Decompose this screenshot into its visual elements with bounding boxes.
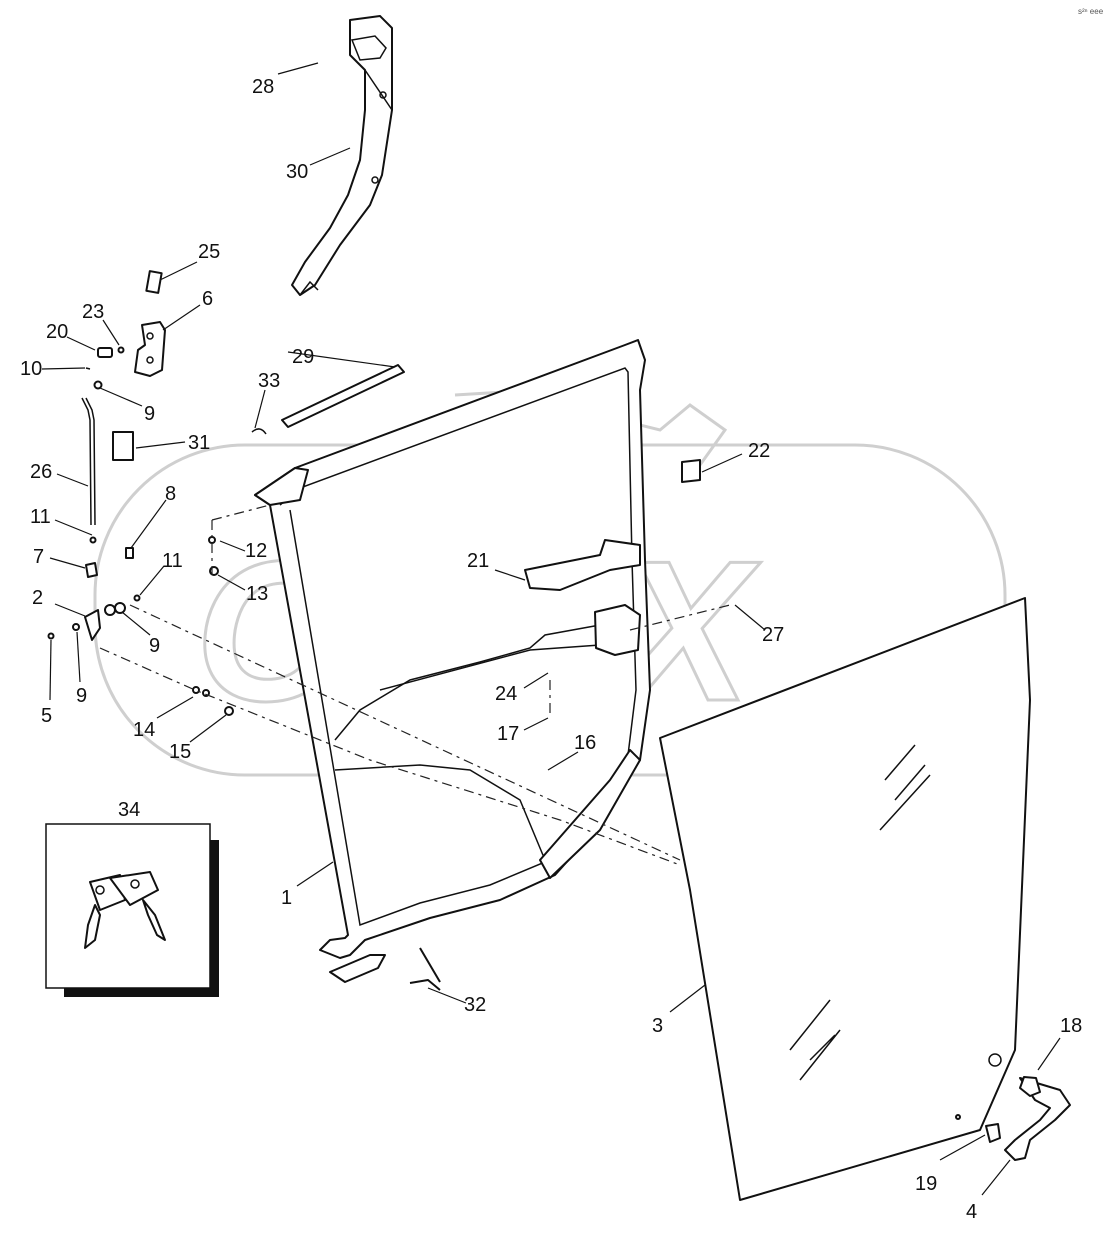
callout-3: 3: [652, 1015, 663, 1037]
callout-15: 15: [169, 741, 191, 763]
callout-10: 10: [20, 358, 42, 380]
callout-21: 21: [467, 550, 489, 572]
part-20: [97, 347, 113, 358]
callout-22: 22: [748, 440, 770, 462]
callout-7: 7: [33, 546, 44, 568]
callout-23: 23: [82, 301, 104, 323]
pad-19: [985, 1123, 1001, 1143]
assembly-lines: [99, 504, 731, 866]
callout-9: 9: [144, 403, 155, 425]
pad-22: [681, 459, 701, 483]
callout-12: 12: [245, 540, 267, 562]
pad-18: [1019, 1076, 1041, 1097]
callout-30: 30: [286, 161, 308, 183]
callout-18: 18: [1060, 1015, 1082, 1037]
callout-26: 26: [30, 461, 52, 483]
callout-28: 28: [252, 76, 274, 98]
door-frame-1: [254, 339, 701, 991]
rod-26: [81, 397, 96, 526]
part-23: [117, 346, 125, 354]
corner-mark: s²ⁿ eee: [1078, 7, 1104, 16]
callout-9b: 9: [149, 635, 160, 657]
callout-6: 6: [202, 288, 213, 310]
key-box-34: [45, 823, 219, 997]
callout-13: 13: [246, 583, 268, 605]
callout-5: 5: [41, 705, 52, 727]
callout-4: 4: [966, 1201, 977, 1223]
callout-25: 25: [198, 241, 220, 263]
callout-11b: 11: [162, 550, 183, 572]
latch-fasteners: [47, 536, 234, 716]
door-handle-4: [955, 1076, 1071, 1161]
callout-labels: 28 30 25 6 23 20 10 9 29 33 31 22 26 8 1…: [20, 76, 1082, 1223]
callout-8: 8: [165, 483, 176, 505]
gas-strut-29: [251, 364, 405, 435]
callout-34: 34: [118, 799, 140, 821]
leader-lines: [41, 62, 1061, 1196]
door-glass-3: [659, 597, 1031, 1201]
part-25: [145, 270, 163, 294]
callout-29: 29: [292, 346, 314, 368]
callout-16: 16: [574, 732, 596, 754]
hinge-6: [134, 321, 166, 377]
bracket-24: [594, 604, 641, 656]
callout-20: 20: [46, 321, 68, 343]
pillar-trim-30: [291, 15, 393, 296]
callout-31: 31: [188, 432, 210, 454]
hinge-assembly: [85, 270, 166, 390]
bracket-21: [524, 539, 641, 591]
callout-14: 14: [133, 719, 155, 741]
pin-32: [409, 979, 441, 991]
callout-2: 2: [32, 587, 43, 609]
callout-32: 32: [464, 994, 486, 1016]
callout-17: 17: [497, 723, 519, 745]
washer-9: [93, 380, 103, 390]
callout-11: 11: [30, 506, 51, 528]
pad-31: [112, 431, 134, 461]
callout-19: 19: [915, 1173, 937, 1195]
callout-24: 24: [495, 683, 517, 705]
callout-1: 1: [281, 887, 292, 909]
callout-27: 27: [762, 624, 784, 646]
callout-33: 33: [258, 370, 280, 392]
callout-9c: 9: [76, 685, 87, 707]
